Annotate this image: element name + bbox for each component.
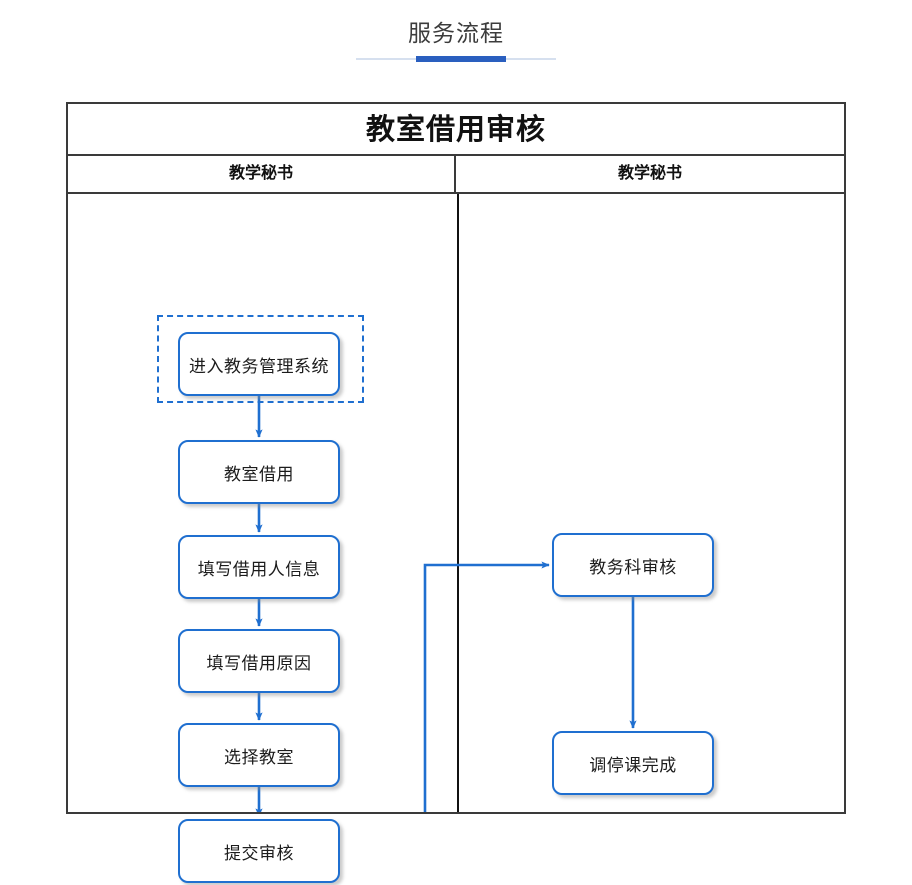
edge-submit-to-academic — [423, 561, 550, 812]
node-schedule-done[interactable]: 调停课完成 — [552, 731, 714, 795]
swimlane-body: 进入教务管理系统 教室借用 填写借用人信息 填写借用原因 选择教室 提交审核 教… — [68, 194, 844, 883]
node-submit-review[interactable]: 提交审核 — [178, 819, 340, 883]
page-title: 服务流程 — [408, 20, 504, 46]
node-classroom-borrow[interactable]: 教室借用 — [178, 440, 340, 504]
lane-header-left: 教学秘书 — [68, 156, 456, 192]
lane-header-right: 教学秘书 — [617, 165, 682, 182]
node-enter-system[interactable]: 进入教务管理系统 — [178, 332, 340, 396]
divider-rule-accent — [416, 56, 506, 62]
node-select-room[interactable]: 选择教室 — [178, 723, 340, 787]
lane-column-divider — [457, 194, 459, 812]
node-borrow-reason[interactable]: 填写借用原因 — [178, 629, 340, 693]
node-academic-review[interactable]: 教务科审核 — [552, 533, 714, 597]
title-divider — [356, 56, 556, 62]
swimlane-title: 教室借用审核 — [68, 104, 844, 156]
swimlane-header-row: 教学秘书 教学秘书 — [68, 156, 844, 194]
selection-box-enter-system[interactable] — [157, 315, 364, 403]
flow-canvas: 进入教务管理系统 教室借用 填写借用人信息 填写借用原因 选择教室 提交审核 教… — [68, 194, 844, 883]
swimlane-table: 教室借用审核 教学秘书 教学秘书 — [66, 102, 846, 883]
node-borrower-info[interactable]: 填写借用人信息 — [178, 535, 340, 599]
flow-connectors — [255, 396, 637, 812]
